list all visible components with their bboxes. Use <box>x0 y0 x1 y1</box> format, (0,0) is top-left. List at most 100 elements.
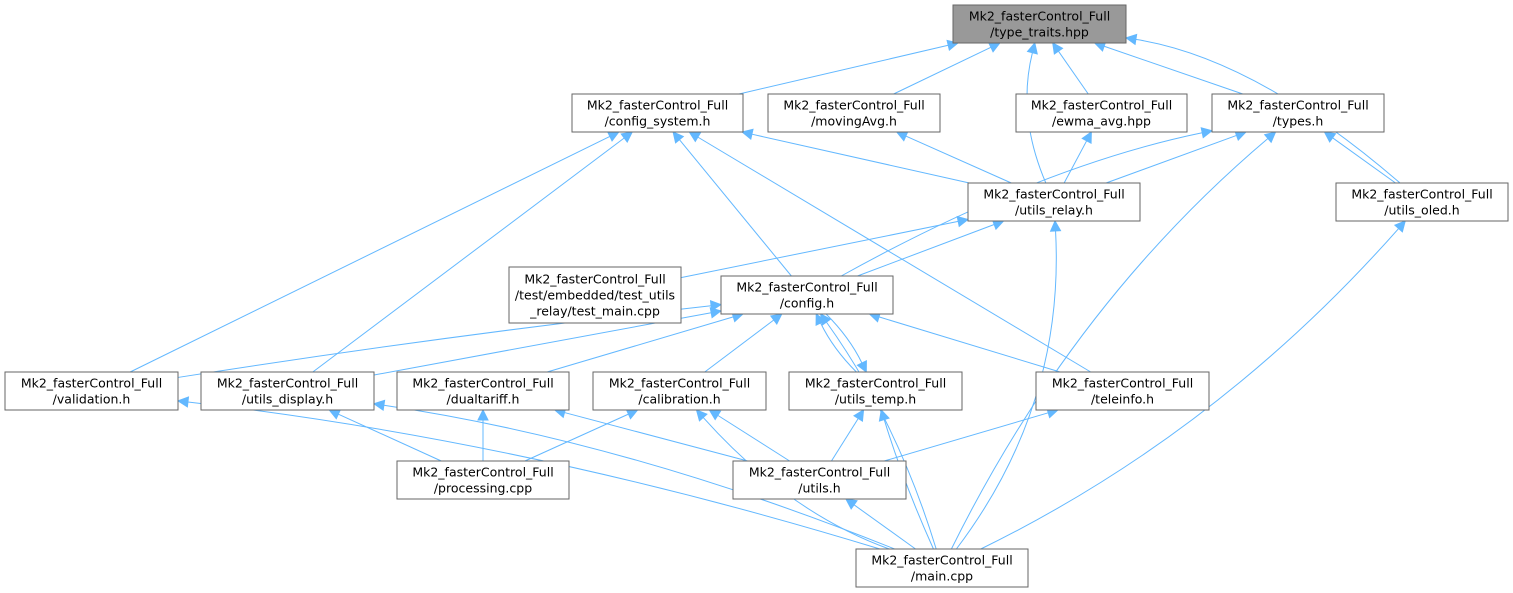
node-box <box>1335 182 1509 222</box>
node-main[interactable]: Mk2_fasterControl_Full/main.cpp <box>855 548 1029 588</box>
node-box <box>200 371 375 411</box>
node-label-line: /utils_temp.h <box>835 392 916 407</box>
edge-main-to-utils <box>845 498 916 550</box>
node-label-line: Mk2_fasterControl_Full <box>412 376 553 391</box>
edge-arrowhead <box>987 42 1001 53</box>
node-label-line: Mk2_fasterControl_Full <box>587 98 728 113</box>
node-utils_display[interactable]: Mk2_fasterControl_Full/utils_display.h <box>200 371 375 411</box>
node-label-line: Mk2_fasterControl_Full <box>609 376 750 391</box>
node-test_main[interactable]: Mk2_fasterControl_Full/test/embedded/tes… <box>508 266 682 324</box>
node-label-line: /utils_oled.h <box>1384 203 1459 218</box>
edge-line <box>546 316 734 373</box>
node-validation[interactable]: Mk2_fasterControl_Full/validation.h <box>4 371 179 411</box>
edge-types-to-type_traits <box>1093 40 1243 95</box>
node-config_system[interactable]: Mk2_fasterControl_Full/config_system.h <box>571 93 744 133</box>
node-processing[interactable]: Mk2_fasterControl_Full/processing.cpp <box>396 460 570 500</box>
node-label-line: Mk2_fasterControl_Full <box>871 553 1012 568</box>
edge-calibration-to-config <box>704 313 783 373</box>
edge-arrowhead <box>815 312 827 326</box>
edge-arrowhead <box>853 409 865 422</box>
node-label-line: _relay/test_main.cpp <box>529 304 660 319</box>
node-box <box>1035 371 1210 411</box>
edge-line <box>679 139 792 277</box>
node-label-line: Mk2_fasterControl_Full <box>412 465 553 480</box>
edge-arrowhead <box>769 313 783 325</box>
edge-utils_relay-to-movingAvg <box>895 130 1012 184</box>
node-label-line: /utils_display.h <box>242 392 333 407</box>
node-config[interactable]: Mk2_fasterControl_Full/config.h <box>720 275 894 315</box>
edge-utils_relay-to-config_system <box>741 128 970 184</box>
edge-processing-to-utils_display <box>328 409 442 462</box>
edge-arrowhead <box>672 131 685 144</box>
node-utils_temp[interactable]: Mk2_fasterControl_Full/utils_temp.h <box>788 371 963 411</box>
node-label-line: Mk2_fasterControl_Full <box>21 376 162 391</box>
node-box <box>592 371 767 411</box>
node-box <box>396 371 570 411</box>
node-layer: Mk2_fasterControl_Full/type_traits.hppMk… <box>4 4 1509 588</box>
edge-line <box>980 228 1399 550</box>
edge-movingAvg-to-type_traits <box>893 42 1001 95</box>
edge-arrowhead <box>372 399 386 412</box>
edge-arrowhead <box>878 408 890 422</box>
edge-line <box>905 135 1012 184</box>
edge-main-to-types <box>950 131 1277 550</box>
node-teleinfo[interactable]: Mk2_fasterControl_Full/teleinfo.h <box>1035 371 1210 411</box>
node-label-line: /config.h <box>780 296 834 311</box>
edge-line <box>383 404 895 550</box>
edge-arrowhead <box>620 131 634 143</box>
node-label-line: /config_system.h <box>605 114 711 129</box>
node-label-line: Mk2_fasterControl_Full <box>805 376 946 391</box>
node-label-line: /type_traits.hpp <box>990 25 1089 40</box>
edge-config-to-utils_relay <box>857 219 1005 277</box>
edge-utils_relay-to-ewma_avg <box>1063 131 1092 184</box>
edge-arrowhead <box>1124 33 1138 46</box>
node-utils_relay[interactable]: Mk2_fasterControl_Full/utils_relay.h <box>967 182 1141 222</box>
node-utils[interactable]: Mk2_fasterControl_Full/utils.h <box>732 460 907 500</box>
edge-line <box>312 137 625 373</box>
edge-line <box>893 46 992 95</box>
node-calibration[interactable]: Mk2_fasterControl_Full/calibration.h <box>592 371 767 411</box>
node-types[interactable]: Mk2_fasterControl_Full/types.h <box>1211 93 1385 133</box>
edge-arrowhead <box>956 215 970 228</box>
edge-main-to-utils_relay <box>955 219 1062 550</box>
edge-arrowhead <box>176 396 190 408</box>
edge-arrowhead <box>328 409 342 420</box>
edge-line <box>1063 140 1088 184</box>
edge-line <box>564 412 748 462</box>
edge-utils_display-to-config_system <box>312 131 634 373</box>
node-box <box>1211 93 1385 133</box>
node-movingAvg[interactable]: Mk2_fasterControl_Full/movingAvg.h <box>767 93 941 133</box>
edge-arrowhead <box>1393 220 1406 233</box>
edge-line <box>831 418 859 462</box>
node-label-line: /calibration.h <box>638 392 720 407</box>
edge-line <box>524 413 629 462</box>
node-dualtariff[interactable]: Mk2_fasterControl_Full/dualtariff.h <box>396 371 570 411</box>
edge-line <box>680 220 959 279</box>
node-box <box>508 266 682 324</box>
node-label-line: /utils.h <box>798 481 840 496</box>
edge-utils_oled-to-type_traits <box>1124 33 1401 184</box>
node-label-line: /processing.cpp <box>434 481 532 496</box>
node-box <box>396 460 570 500</box>
node-box <box>732 460 907 500</box>
node-box <box>952 4 1127 44</box>
edge-validation-to-config_system <box>129 131 620 373</box>
edge-main-to-utils_display <box>372 399 895 550</box>
edge-arrowhead <box>688 131 702 143</box>
node-utils_oled[interactable]: Mk2_fasterControl_Full/utils_oled.h <box>1335 182 1509 222</box>
edge-line <box>857 224 995 277</box>
node-label-line: /validation.h <box>53 392 131 407</box>
edge-arrowhead <box>1323 131 1337 143</box>
edge-line <box>955 230 1057 550</box>
node-label-line: /dualtariff.h <box>447 392 520 407</box>
node-ewma_avg[interactable]: Mk2_fasterControl_Full/ewma_avg.hpp <box>1015 93 1188 133</box>
edge-line <box>1103 45 1243 95</box>
node-box <box>855 548 1029 588</box>
edge-line <box>187 401 881 550</box>
node-label-line: /test/embedded/test_utils <box>515 288 675 303</box>
edge-main-to-validation <box>176 396 881 550</box>
edge-line <box>826 321 937 550</box>
node-label-line: Mk2_fasterControl_Full <box>217 376 358 391</box>
edge-arrowhead <box>895 130 909 142</box>
node-box <box>4 371 179 411</box>
